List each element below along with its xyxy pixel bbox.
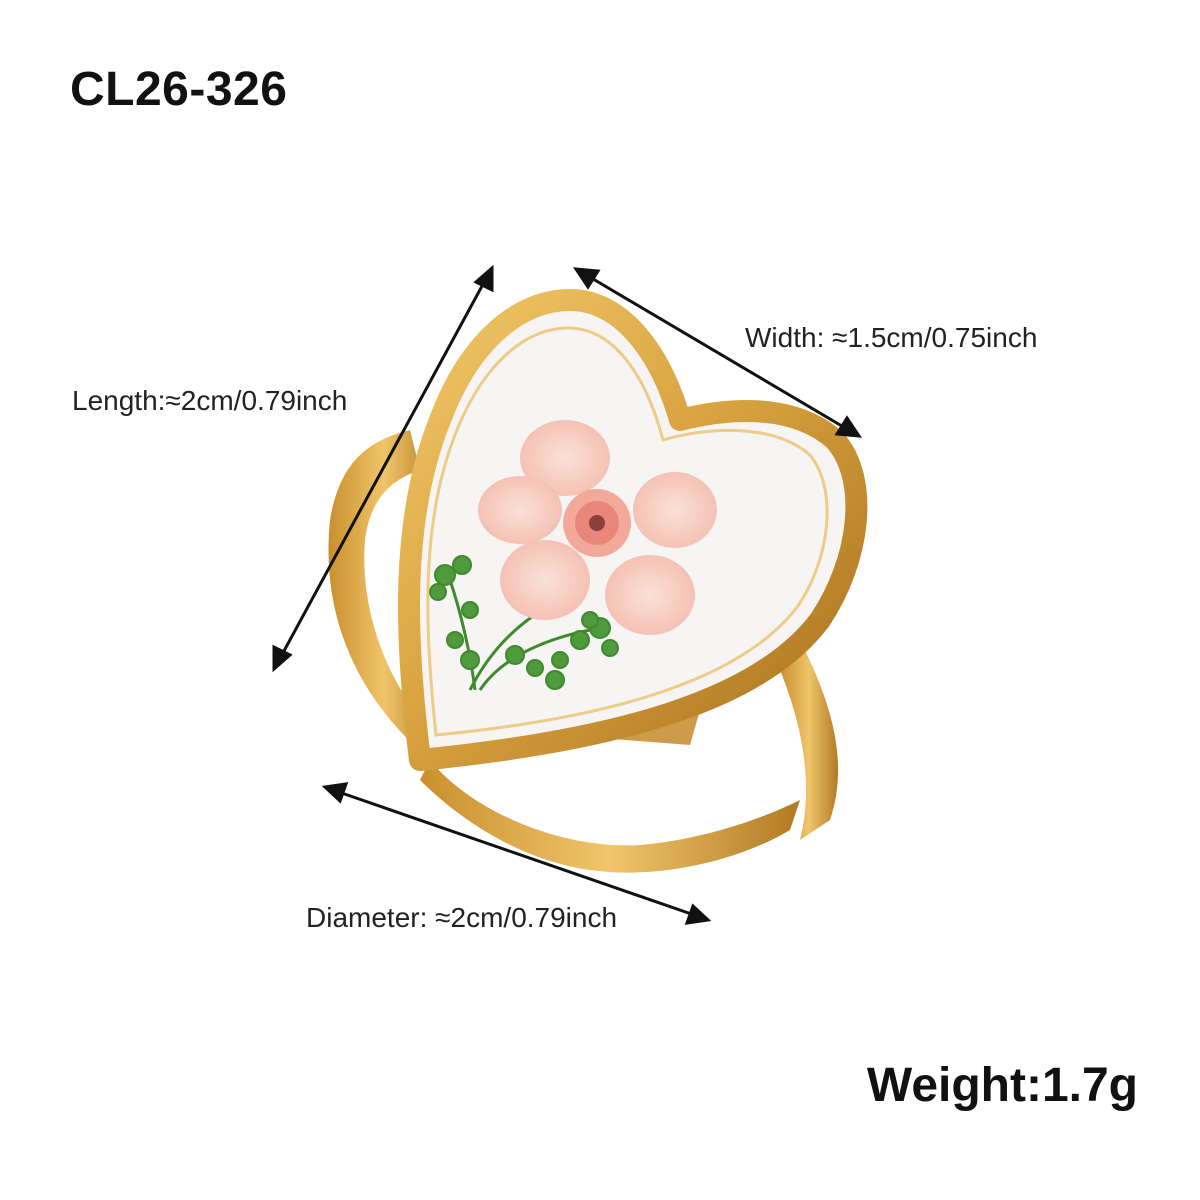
diameter-arrow xyxy=(321,782,712,925)
dimension-arrows xyxy=(272,264,862,925)
width-arrow xyxy=(573,267,862,438)
diameter-label: Diameter: ≈2cm/0.79inch xyxy=(306,902,618,933)
heart-frame xyxy=(397,289,868,771)
weight-label: Weight:1.7g xyxy=(866,1059,1138,1112)
pressed-flower xyxy=(478,420,717,635)
length-arrow xyxy=(272,264,494,673)
length-label: Length:≈2cm/0.79inch xyxy=(72,385,348,416)
product-code: CL26-326 xyxy=(70,63,288,116)
width-label: Width: ≈1.5cm/0.75inch xyxy=(745,322,1038,353)
